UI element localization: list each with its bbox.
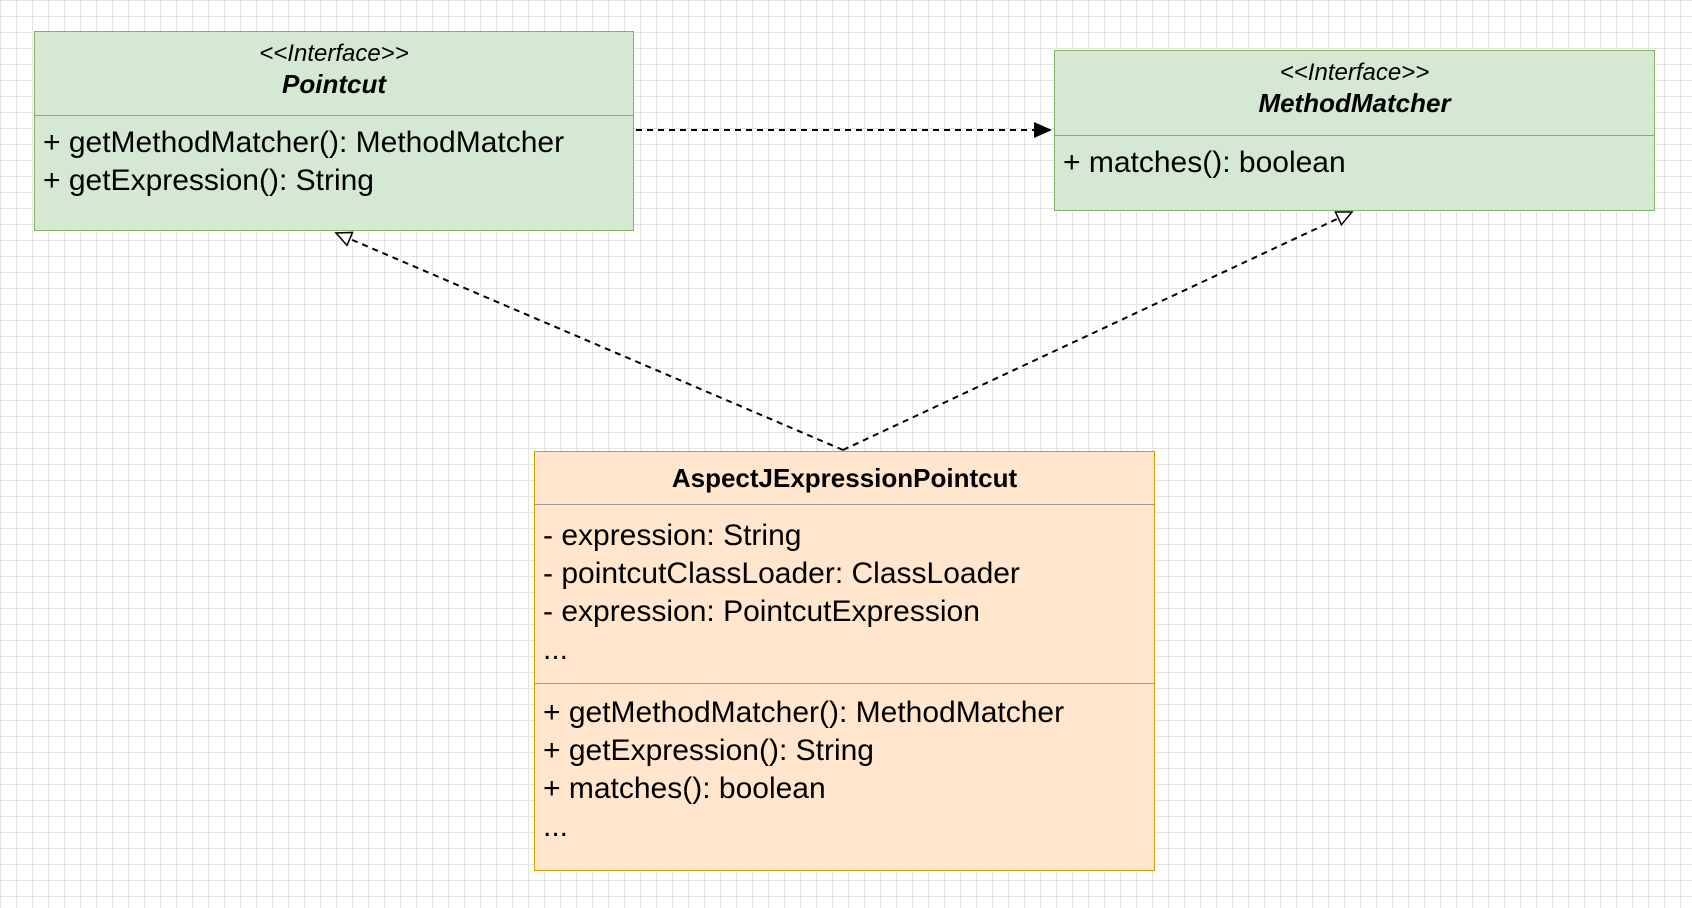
fields-section: - expression: String - pointcutClassLoad…	[535, 505, 1154, 683]
realization-aspectj-to-pointcut[interactable]	[336, 233, 844, 451]
method-row: + matches(): boolean	[1063, 146, 1346, 179]
class-header: AspectJExpressionPointcut	[535, 452, 1154, 504]
section-divider	[535, 683, 1154, 684]
methods-section: + getMethodMatcher(): MethodMatcher + ge…	[535, 684, 1154, 852]
method-row: + getExpression(): String	[543, 734, 874, 767]
field-row: - expression: PointcutExpression	[543, 595, 980, 628]
field-row: ...	[543, 633, 569, 666]
class-aspectjexpressionpointcut[interactable]: AspectJExpressionPointcut - expression: …	[534, 451, 1155, 871]
field-row: - expression: String	[543, 519, 802, 552]
class-name: Pointcut	[282, 69, 386, 99]
section-divider	[1055, 135, 1654, 136]
methods-section: + matches(): boolean	[1055, 136, 1654, 188]
method-row: + getMethodMatcher(): MethodMatcher	[43, 126, 565, 159]
methods-section: + getMethodMatcher(): MethodMatcher + ge…	[35, 116, 633, 206]
section-divider	[535, 504, 1154, 505]
stereotype-label: <<Interface>>	[1279, 59, 1430, 86]
class-pointcut[interactable]: <<Interface>> Pointcut + getMethodMatche…	[34, 31, 634, 231]
field-row: - pointcutClassLoader: ClassLoader	[543, 557, 1020, 590]
class-name: AspectJExpressionPointcut	[671, 463, 1018, 493]
method-row: + getExpression(): String	[43, 164, 374, 197]
method-row: + getMethodMatcher(): MethodMatcher	[543, 696, 1065, 729]
class-header: <<Interface>> MethodMatcher	[1055, 51, 1654, 135]
section-divider	[35, 115, 633, 116]
method-row: ...	[543, 810, 569, 843]
class-name: MethodMatcher	[1258, 88, 1451, 118]
class-methodmatcher[interactable]: <<Interface>> MethodMatcher + matches():…	[1054, 50, 1655, 211]
stereotype-label: <<Interface>>	[259, 40, 409, 67]
realization-aspectj-to-methodmatcher[interactable]	[842, 211, 1352, 451]
class-header: <<Interface>> Pointcut	[35, 32, 633, 115]
method-row: + matches(): boolean	[543, 772, 826, 805]
